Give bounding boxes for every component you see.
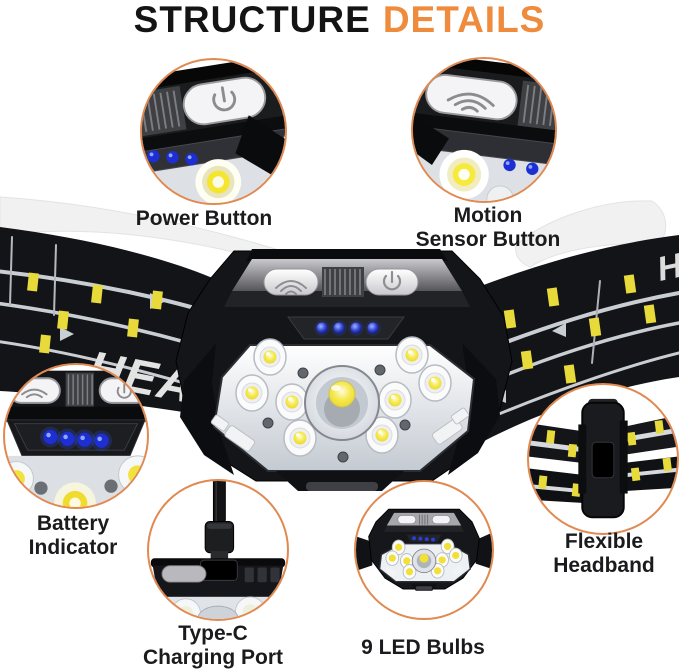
battery-indicator-closeup <box>5 370 147 507</box>
ribbed-grip <box>322 267 364 297</box>
motion-sensor-closeup <box>413 59 555 201</box>
adjuster-buckle <box>578 398 628 519</box>
side-reflectors <box>210 407 470 452</box>
corner-wing <box>413 115 449 166</box>
power-icon <box>116 382 132 399</box>
page-title: STRUCTURE DETAILS <box>0 0 679 40</box>
callout-circle-flexible-headband <box>527 383 679 535</box>
charging-port <box>200 559 238 581</box>
label-battery-indicator: Battery Indicator <box>28 512 118 559</box>
title-word-structure: STRUCTURE <box>133 0 371 40</box>
power-button <box>365 268 419 296</box>
flexible-headband-closeup <box>529 398 677 519</box>
side-button <box>161 565 207 583</box>
led-bulb <box>439 149 489 200</box>
led-bulb <box>54 482 96 507</box>
nine-led-closeup <box>356 508 492 591</box>
callout-circle-battery-indicator <box>3 363 149 509</box>
motion-sensor-button <box>263 268 319 296</box>
battery-dots <box>412 536 436 542</box>
battery-indicator-dots <box>287 316 405 340</box>
corner-wing <box>235 115 285 183</box>
power-button-closeup <box>142 60 285 203</box>
headlamp-body <box>175 249 513 491</box>
lens-assembly <box>212 336 476 472</box>
wave-icon <box>275 280 307 295</box>
label-power-button: Power Button <box>135 207 273 230</box>
band-segments <box>529 415 677 504</box>
type-c-port-closeup <box>149 481 287 619</box>
usb-c-cable <box>204 481 235 562</box>
callout-circle-9-led-bulbs <box>354 480 494 620</box>
callout-circle-motion-sensor <box>411 57 557 203</box>
battery-dots <box>147 150 198 166</box>
power-icon <box>382 270 402 291</box>
label-flexible-headband: Flexible Headband <box>553 530 655 577</box>
led-bulbs <box>385 538 463 580</box>
battery-dots <box>503 158 539 175</box>
title-word-details: DETAILS <box>382 0 546 40</box>
wave-icon <box>21 388 48 399</box>
label-motion-sensor-button: Motion Sensor Button <box>415 204 561 251</box>
power-icon <box>212 86 237 112</box>
label-9-led-bulbs: 9 LED Bulbs <box>361 636 485 659</box>
callout-circle-power-button <box>140 58 287 205</box>
side-wing-left <box>180 343 234 475</box>
center-main-led <box>304 365 380 441</box>
label-type-c-charging-port: Type-C Charging Port <box>143 622 283 669</box>
battery-dots <box>40 426 112 452</box>
side-wing-right <box>448 343 500 475</box>
led-bulb <box>195 159 242 203</box>
callout-circle-type-c-port <box>147 479 289 621</box>
wave-icon <box>446 92 495 113</box>
